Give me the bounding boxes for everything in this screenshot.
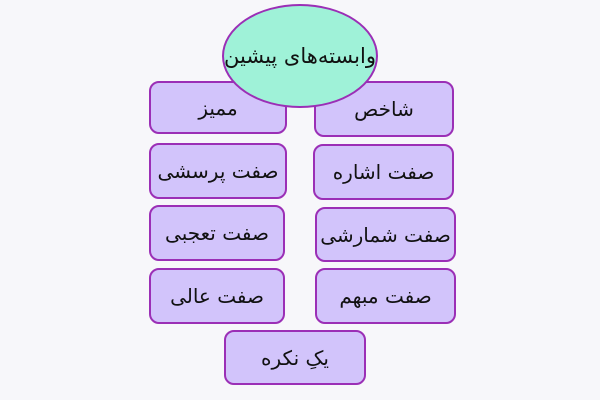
node-sefat-porseshi: صفت پرسشی <box>149 143 287 199</box>
node-sefat-ta'ajobi: صفت تعجبی <box>149 205 285 261</box>
node-sefat-aali: صفت عالی <box>149 268 285 324</box>
node-yek-nakare: یکِ نکره <box>224 330 366 385</box>
node-momayyez: ممیز <box>149 81 287 134</box>
root-label: وابسته‌های پیشین <box>224 44 376 68</box>
node-label: صفت اشاره <box>332 160 435 184</box>
node-sefat-eshare: صفت اشاره <box>313 144 454 200</box>
node-label: صفت پرسشی <box>157 159 279 183</box>
node-label: ممیز <box>198 95 238 120</box>
node-label: صفت عالی <box>170 284 264 308</box>
node-label: یکِ نکره <box>261 345 329 370</box>
node-label: صفت شمارشی <box>320 222 451 247</box>
node-label: صفت تعجبی <box>165 221 269 245</box>
node-sefat-mobham: صفت مبهم <box>315 268 456 324</box>
node-label: صفت مبهم <box>339 284 432 308</box>
root-node: وابسته‌های پیشین <box>222 4 378 108</box>
node-sefat-shomareshi: صفت شمارشی <box>315 207 456 262</box>
node-label: شاخص <box>354 97 414 121</box>
